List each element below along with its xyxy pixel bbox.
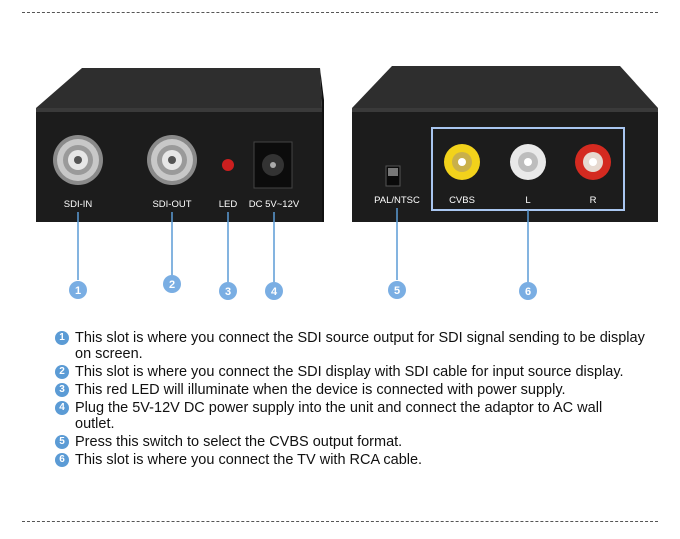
sdi-in-connector <box>53 135 103 185</box>
label-cvbs: CVBS <box>449 195 475 206</box>
description-item: 4 Plug the 5V-12V DC power supply into t… <box>55 400 645 432</box>
number-badge-icon: 6 <box>55 453 69 467</box>
sdi-out-connector <box>147 135 197 185</box>
callout-2-icon <box>163 275 181 293</box>
callout-5-icon <box>388 281 406 299</box>
callout-4-icon <box>265 282 283 300</box>
top-divider <box>22 12 658 13</box>
callout-3-icon <box>219 282 237 300</box>
dc-power-jack <box>253 141 293 189</box>
number-badge-icon: 3 <box>55 383 69 397</box>
callout-2-label: 2 <box>169 279 175 291</box>
number-badge-icon: 5 <box>55 435 69 449</box>
rca-cvbs-connector <box>444 144 480 180</box>
callout-badges: 1 2 3 4 5 6 <box>69 275 537 300</box>
number-badge-icon: 1 <box>55 331 69 345</box>
description-item: 6 This slot is where you connect the TV … <box>55 452 645 468</box>
description-text: This slot is where you connect the SDI d… <box>75 364 624 380</box>
number-badge-icon: 4 <box>55 401 69 415</box>
label-audio-l: L <box>525 195 530 206</box>
callout-5-label: 5 <box>394 285 400 297</box>
callout-1-label: 1 <box>75 285 81 297</box>
power-led <box>222 159 234 171</box>
back-device: PAL/NTSC CVBS L R <box>352 66 658 222</box>
rca-l-connector <box>510 144 546 180</box>
front-device: SDI-IN SDI-OUT LED DC 5V~12V <box>36 68 324 222</box>
description-text: Press this switch to select the CVBS out… <box>75 434 403 450</box>
callout-lines <box>77 208 529 282</box>
label-sdi-in: SDI-IN <box>64 199 93 210</box>
pal-ntsc-switch <box>385 165 401 187</box>
description-text: This red LED will illuminate when the de… <box>75 382 566 398</box>
callout-6-icon <box>519 282 537 300</box>
description-list: 1 This slot is where you connect the SDI… <box>55 330 645 470</box>
label-led: LED <box>219 199 238 210</box>
description-text: This slot is where you connect the TV wi… <box>75 452 423 468</box>
number-badge-icon: 2 <box>55 365 69 379</box>
callout-4-label: 4 <box>271 286 278 298</box>
callout-3-label: 3 <box>225 286 231 298</box>
callout-6-label: 6 <box>525 286 531 298</box>
rca-r-connector <box>575 144 611 180</box>
description-item: 3 This red LED will illuminate when the … <box>55 382 645 398</box>
description-item: 1 This slot is where you connect the SDI… <box>55 330 645 362</box>
description-text: Plug the 5V-12V DC power supply into the… <box>75 400 603 432</box>
description-text: This slot is where you connect the SDI s… <box>75 330 645 362</box>
label-audio-r: R <box>590 195 597 206</box>
bottom-divider <box>22 521 658 522</box>
callout-1-icon <box>69 281 87 299</box>
label-pal-ntsc: PAL/NTSC <box>374 195 420 206</box>
label-sdi-out: SDI-OUT <box>152 199 191 210</box>
product-illustration: SDI-IN SDI-OUT LED DC 5V~12V <box>36 66 658 300</box>
description-item: 2 This slot is where you connect the SDI… <box>55 364 645 380</box>
label-dc-power: DC 5V~12V <box>249 199 300 210</box>
description-item: 5 Press this switch to select the CVBS o… <box>55 434 645 450</box>
